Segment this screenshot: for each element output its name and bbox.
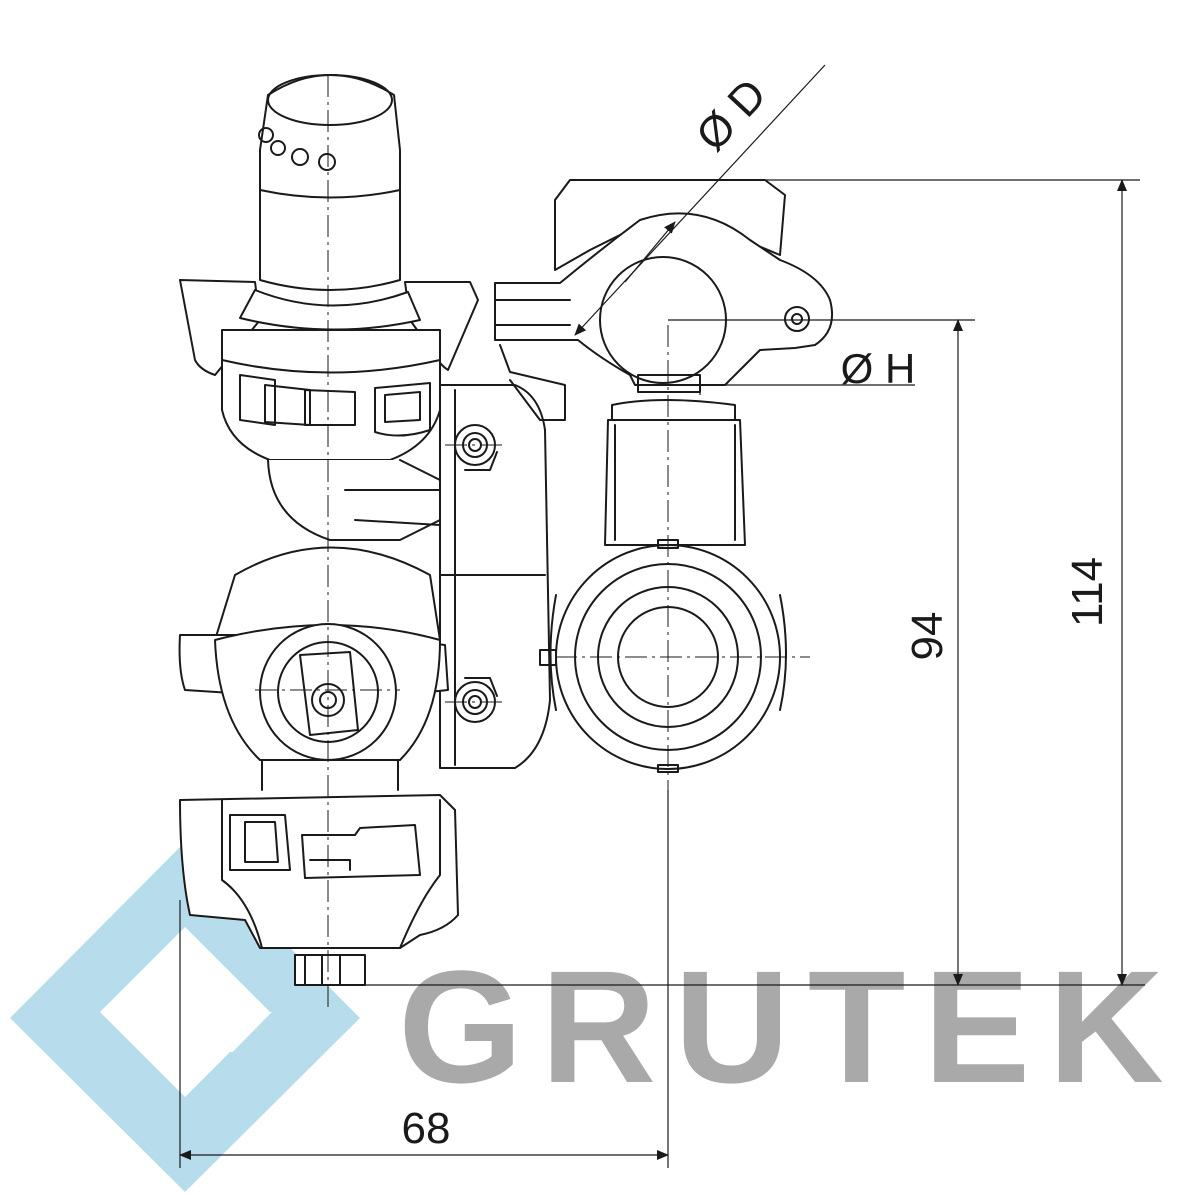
upper-collar bbox=[221, 329, 441, 461]
dimension-lines bbox=[179, 64, 1145, 1168]
lower-valve-housing bbox=[179, 794, 459, 986]
center-body-plate bbox=[439, 384, 551, 769]
dimension-label-height-94: 94 bbox=[903, 612, 952, 661]
brand-wordmark: GRUTEK bbox=[398, 937, 1182, 1116]
dimension-label-width-68: 68 bbox=[402, 1104, 451, 1153]
pipe-clamp bbox=[494, 179, 834, 421]
dimension-label-diameter-h: Ø H bbox=[841, 345, 916, 392]
center-lines bbox=[255, 75, 810, 1010]
round-outlet bbox=[539, 539, 787, 773]
sprayer-body-drawing bbox=[178, 74, 834, 986]
top-nozzle-cap bbox=[258, 74, 401, 291]
middle-nozzle-assembly bbox=[178, 546, 449, 791]
dimension-label-height-114: 114 bbox=[1063, 557, 1112, 627]
drop-tube bbox=[604, 399, 746, 546]
upper-wing-bracket bbox=[179, 279, 479, 376]
dimension-label-diameter-d: Ø D bbox=[687, 70, 776, 161]
grutek-logo-icon bbox=[10, 842, 360, 1192]
middle-stem bbox=[267, 459, 441, 541]
